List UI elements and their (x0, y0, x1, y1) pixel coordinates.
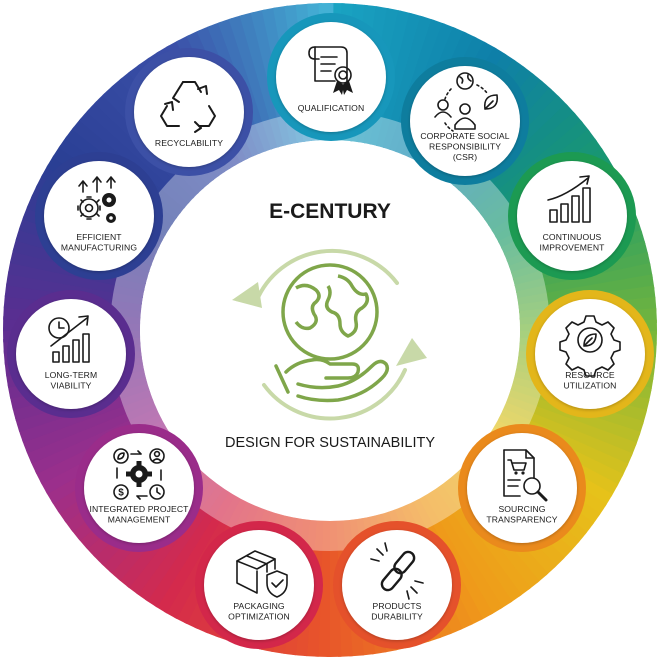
node-disc (204, 530, 314, 640)
diagram-title: E-CENTURY (269, 200, 391, 223)
node-label: RESPONSIBILITY (429, 142, 501, 152)
node-label: INTEGRATED PROJECT (89, 504, 189, 514)
node-label: MANUFACTURING (61, 243, 137, 253)
node-label: RESOURCE (565, 370, 615, 380)
node-label: CONTINUOUS (543, 232, 602, 242)
node-label: UTILIZATION (564, 381, 617, 391)
node-recyclability: RECYCLABILITY (125, 48, 253, 176)
gear-cycle-icon: $ (113, 448, 165, 500)
node-label: EFFICIENT (76, 232, 122, 242)
node-label: PACKAGING (233, 601, 285, 611)
earth-in-hand-recycle-icon (232, 248, 427, 421)
recycle-icon (160, 81, 216, 133)
node-label: CORPORATE SOCIAL (420, 131, 509, 141)
box-shield-icon (236, 550, 288, 598)
node-label: MANAGEMENT (108, 515, 171, 525)
node-label: TRANSPARENCY (486, 515, 557, 525)
svg-text:$: $ (118, 488, 124, 499)
node-qualification: QUALIFICATION (267, 13, 395, 141)
node-disc (410, 66, 520, 176)
node-label: SOURCING (498, 504, 545, 514)
node-disc (276, 22, 386, 132)
node-disc (16, 299, 126, 409)
people-earth-leaf-icon (434, 72, 499, 132)
chain-link-icon (370, 542, 424, 600)
node-disc (134, 57, 244, 167)
node-disc (84, 433, 194, 543)
node-disc (467, 433, 577, 543)
node-label: VIABILITY (50, 381, 91, 391)
cart-document-magnifier-icon (503, 449, 548, 502)
node-label: OPTIMIZATION (228, 612, 290, 622)
certificate-icon (308, 46, 353, 95)
node-label: IMPROVEMENT (539, 243, 605, 253)
node-label: LONG-TERM (45, 370, 97, 380)
node-label: PRODUCTS (372, 601, 421, 611)
growth-chart-icon (547, 175, 591, 223)
center-disc (140, 141, 520, 521)
node-label: QUALIFICATION (298, 103, 365, 113)
diagram-subtitle: DESIGN FOR SUSTAINABILITY (225, 435, 435, 451)
node-label: (CSR) (453, 152, 477, 162)
clock-chart-icon (48, 315, 90, 363)
node-label: DURABILITY (371, 612, 423, 622)
gears-arrows-icon (77, 176, 116, 223)
gear-leaf-icon (559, 315, 621, 377)
node-group: QUALIFICATION CORPORATE SOCIALRESPONSIBI… (7, 13, 654, 649)
node-label: RECYCLABILITY (155, 138, 223, 148)
center-panel: E-CENTURY DESIGN FOR SUSTAINABILITY (225, 200, 435, 451)
node-disc (342, 530, 452, 640)
node-disc (535, 299, 645, 409)
